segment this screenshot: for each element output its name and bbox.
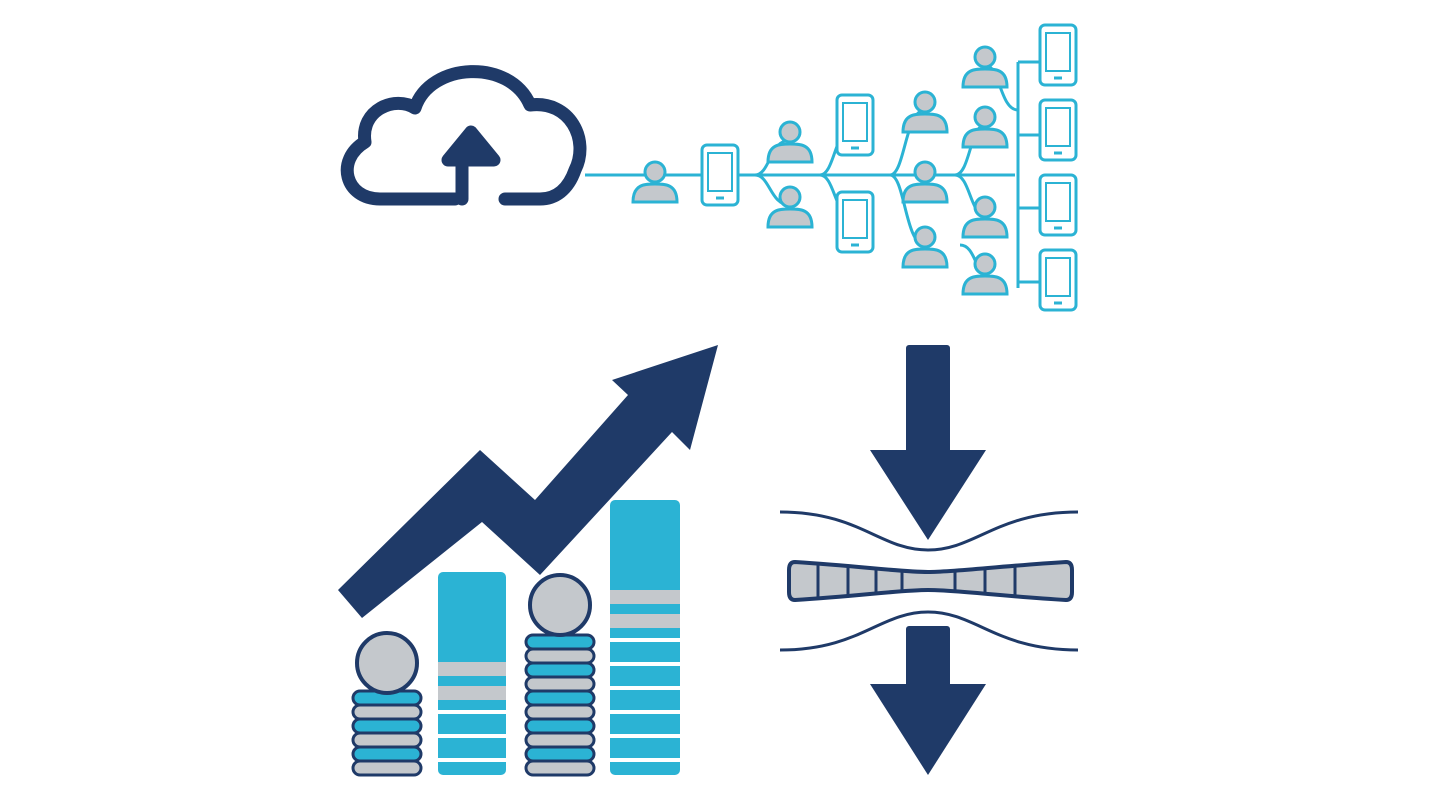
down-arrow-icon xyxy=(870,345,986,540)
person-icon xyxy=(961,45,1009,89)
person-icon xyxy=(961,252,1009,296)
person-icon xyxy=(901,225,949,269)
bottom-curve xyxy=(779,610,1079,652)
person-icon xyxy=(901,160,949,204)
smartphone-icon xyxy=(1038,23,1078,87)
compressed-bar xyxy=(787,559,1074,603)
person-icon xyxy=(901,90,949,134)
person-icon xyxy=(766,185,814,229)
coin-stack-icon xyxy=(524,573,596,777)
person-icon xyxy=(961,195,1009,239)
smartphone-icon xyxy=(835,93,875,157)
smartphone-icon xyxy=(1038,98,1078,162)
smartphone-icon xyxy=(700,143,740,207)
bar-icon xyxy=(610,500,680,775)
coin-stack-icon xyxy=(351,631,423,777)
cloud-upload-icon xyxy=(340,65,587,206)
smartphone-icon xyxy=(1038,248,1078,312)
distribution-network xyxy=(585,23,1078,312)
compression-icon xyxy=(779,510,1079,652)
growth-bars xyxy=(351,500,680,777)
smartphone-icon xyxy=(835,190,875,254)
top-curve xyxy=(779,510,1079,552)
trend-up-arrow-icon xyxy=(338,345,718,618)
smartphone-icon xyxy=(1038,173,1078,237)
person-icon xyxy=(631,160,679,204)
person-icon xyxy=(961,105,1009,149)
person-icon xyxy=(766,120,814,164)
down-arrow-icon xyxy=(870,626,986,775)
bar-icon xyxy=(438,572,506,775)
